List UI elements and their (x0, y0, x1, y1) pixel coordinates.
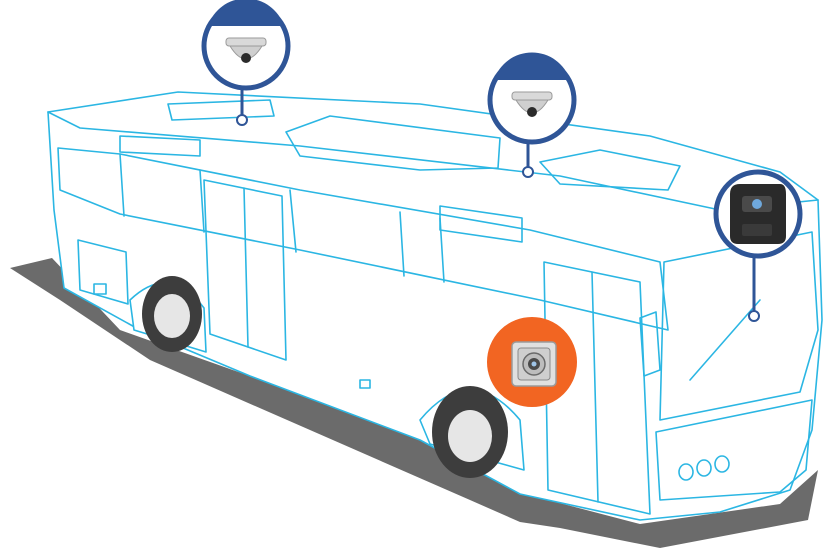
exterior-side-camera-icon (512, 342, 556, 386)
camera-marker-side-exterior[interactable] (488, 318, 576, 406)
mobile-dvr-camera-icon (730, 184, 786, 244)
